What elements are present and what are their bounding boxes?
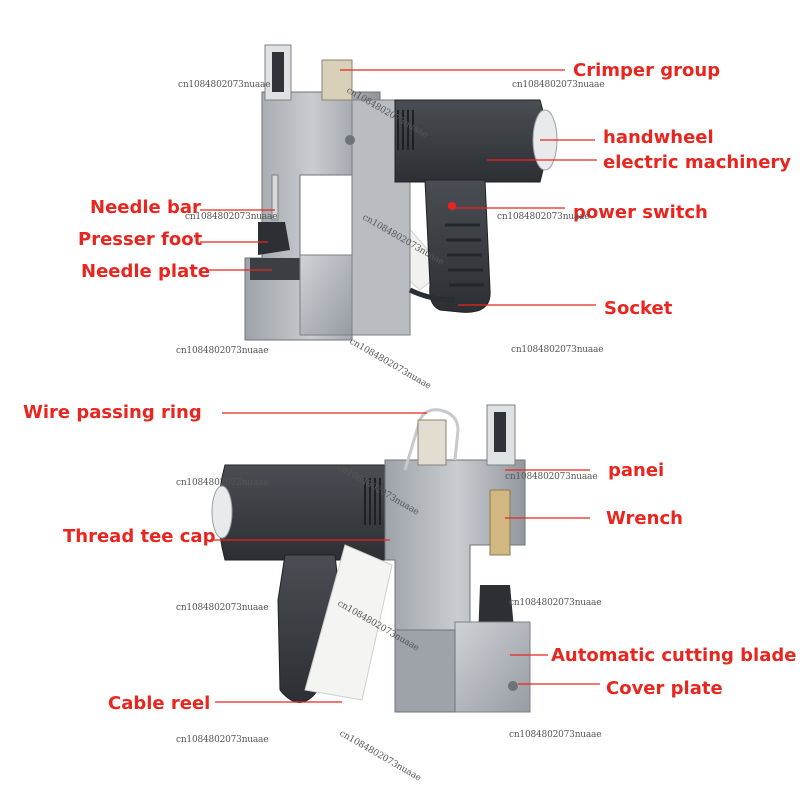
label-panel: panei	[608, 460, 665, 481]
frame-screw-top	[345, 135, 355, 145]
leader-lines	[200, 69, 600, 703]
label-needle-bar: Needle bar	[90, 197, 201, 218]
watermark: cn1084802073nuaae	[176, 346, 269, 356]
motor-vents-top	[397, 110, 414, 150]
cord-top	[408, 287, 456, 303]
wire-passing-ring-shape	[403, 408, 460, 471]
watermark: cn1084802073nuaae	[497, 212, 590, 222]
label-automatic-cutting-blade: Automatic cutting blade	[551, 645, 797, 666]
watermark: cn1084802073nuaae	[178, 80, 271, 90]
thread-cone-bottom	[304, 544, 393, 701]
crimper-knob-top	[272, 52, 284, 92]
wrench-shape	[489, 489, 511, 556]
thread-post-top	[321, 59, 353, 101]
label-wire-passing-ring: Wire passing ring	[23, 402, 202, 423]
watermark: cn1084802073nuaae	[176, 735, 269, 745]
watermark: cn1084802073nuaae	[511, 345, 604, 355]
watermark: cn1084802073nuaae	[176, 603, 269, 613]
bottom-machine	[211, 404, 531, 713]
label-socket: Socket	[604, 298, 673, 319]
needle-bar-top	[271, 174, 279, 221]
watermark: cn1084802073nuaae	[512, 80, 605, 90]
motor-vents-bottom	[364, 478, 381, 525]
label-needle-plate: Needle plate	[81, 261, 211, 282]
cover-plate-shape	[454, 621, 531, 713]
label-crimper-group: Crimper group	[573, 60, 721, 81]
label-power-switch: power switch	[573, 202, 708, 223]
label-cable-reel: Cable reel	[108, 693, 211, 714]
label-presser-foot: Presser foot	[78, 229, 203, 250]
label-thread-tee-cap: Thread tee cap	[63, 526, 216, 547]
handle-grip-ridges-top	[445, 223, 484, 287]
top-machine	[244, 44, 558, 341]
watermark: cn1084802073nuaae	[176, 478, 269, 488]
label-electric-machinery: electric machinery	[603, 152, 792, 173]
motor-housing-top	[394, 99, 547, 183]
cover-plate-screw	[508, 681, 518, 691]
label-wrench: Wrench	[606, 508, 683, 529]
label-cover-plate: Cover plate	[606, 678, 723, 699]
side-plate-bottom	[394, 629, 456, 713]
power-switch-dot-top	[448, 202, 456, 210]
watermark: cn1084802073nuaae	[509, 730, 602, 740]
machine-base-top	[299, 254, 353, 336]
needle-plate-top	[250, 258, 302, 280]
label-handwheel: handwheel	[603, 127, 714, 148]
handle-top	[424, 179, 491, 313]
handwheel-cap-bottom	[211, 485, 233, 539]
presser-foot-top	[258, 222, 290, 255]
watermark: cn1084802073nuaae	[509, 598, 602, 608]
thread-post-bottom	[417, 419, 447, 466]
watermark: cn1084802073nuaae	[505, 472, 598, 482]
crimper-knob-bottom	[494, 412, 506, 452]
watermark: cn1084802073nuaae	[185, 212, 278, 222]
